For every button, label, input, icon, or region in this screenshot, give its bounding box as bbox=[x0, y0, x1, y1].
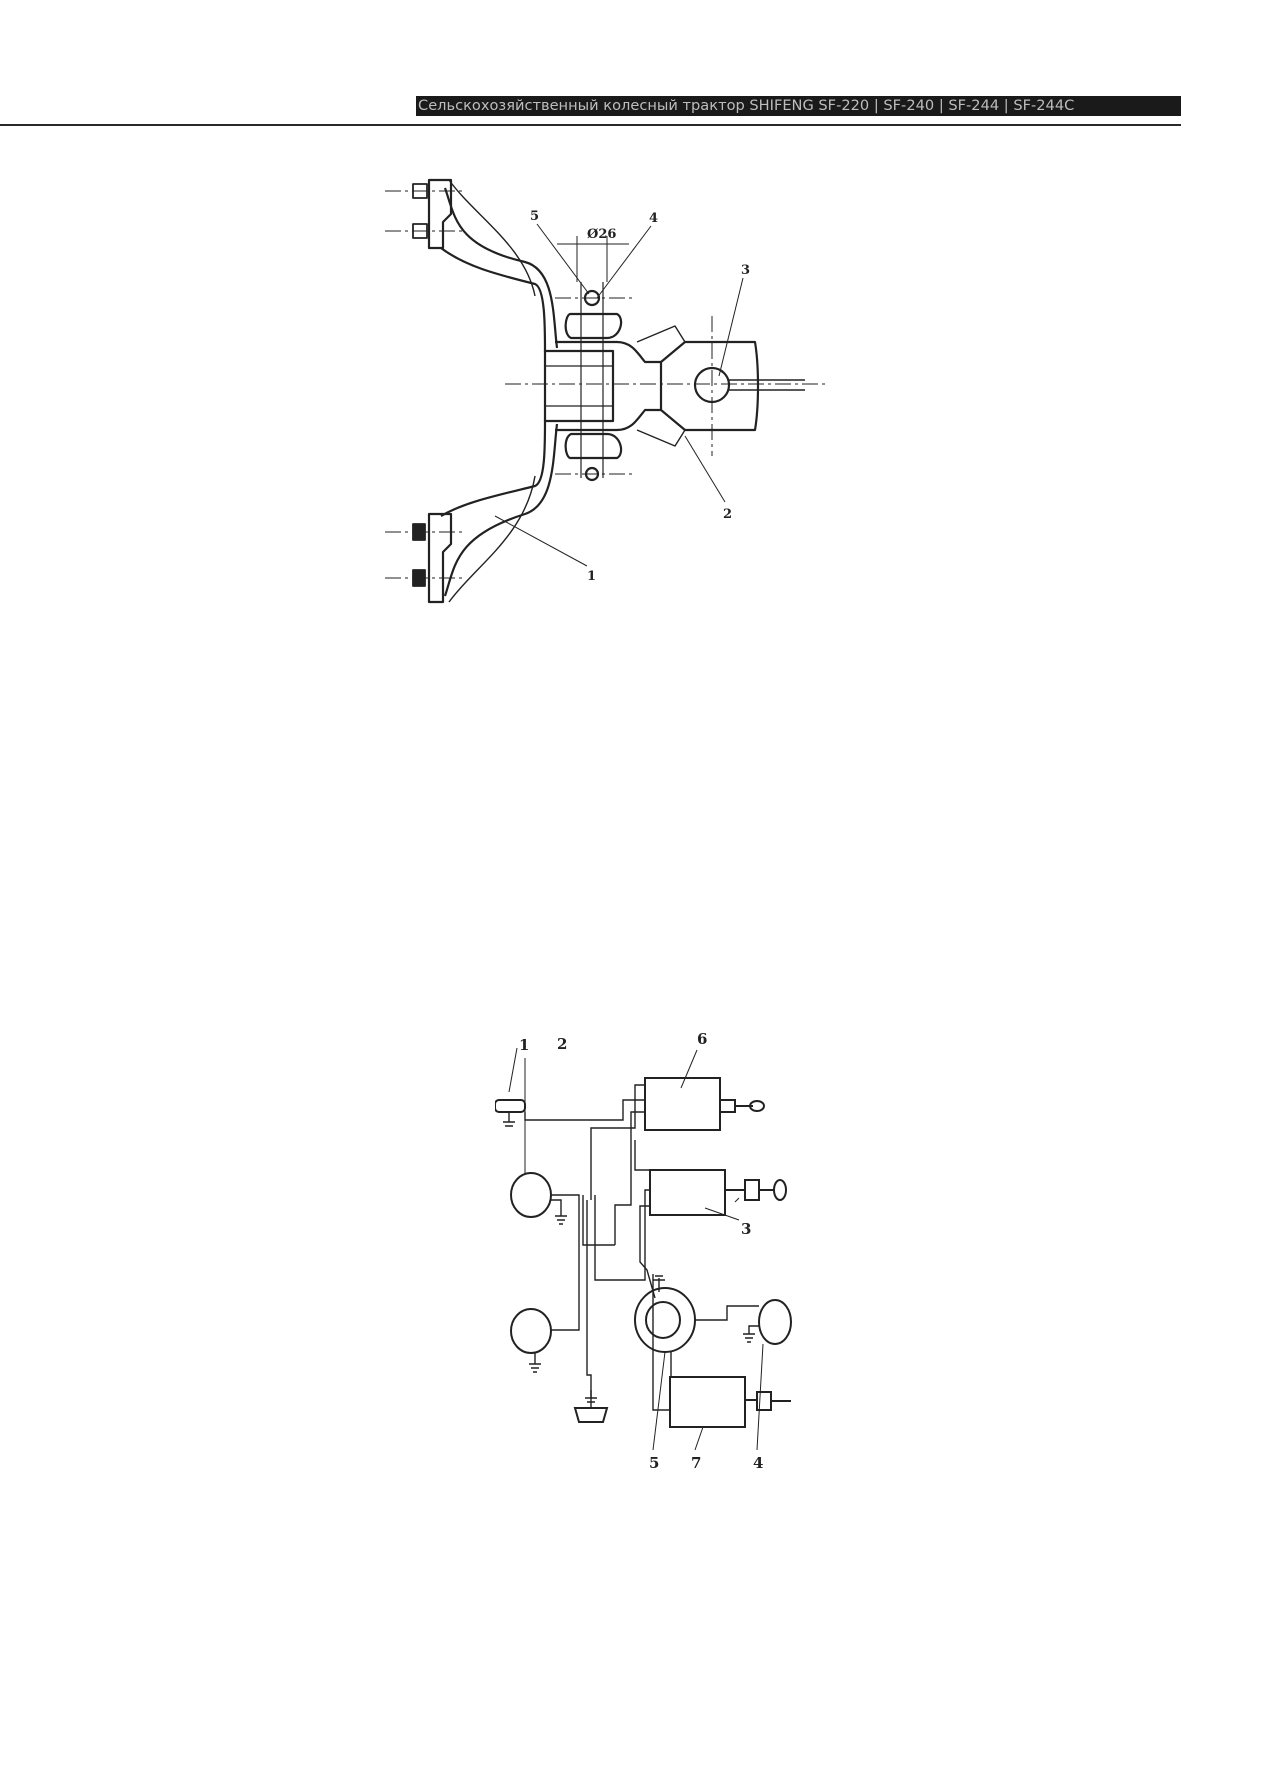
callout-3: 3 bbox=[741, 1220, 751, 1238]
callout-1: 1 bbox=[519, 1036, 529, 1054]
hitch-bracket-drawing: Ø26 5 4 3 2 1 bbox=[385, 166, 925, 696]
callout-4: 4 bbox=[649, 211, 658, 226]
callout-5: 5 bbox=[649, 1454, 659, 1472]
lighting-wiring-diagram: 1 2 6 3 4 5 7 bbox=[495, 1030, 795, 1480]
callout-2: 2 bbox=[557, 1035, 567, 1053]
callout-3: 3 bbox=[741, 263, 750, 278]
callout-6: 6 bbox=[697, 1030, 707, 1048]
callout-2: 2 bbox=[723, 507, 732, 522]
document-header-title: Сельскохозяйственный колесный трактор SH… bbox=[416, 96, 1181, 116]
callout-1: 1 bbox=[587, 569, 596, 584]
callout-5: 5 bbox=[530, 209, 539, 224]
callout-4: 4 bbox=[753, 1454, 763, 1472]
dimension-label: Ø26 bbox=[587, 227, 616, 242]
header-divider bbox=[0, 124, 1181, 126]
callout-7: 7 bbox=[691, 1454, 701, 1472]
